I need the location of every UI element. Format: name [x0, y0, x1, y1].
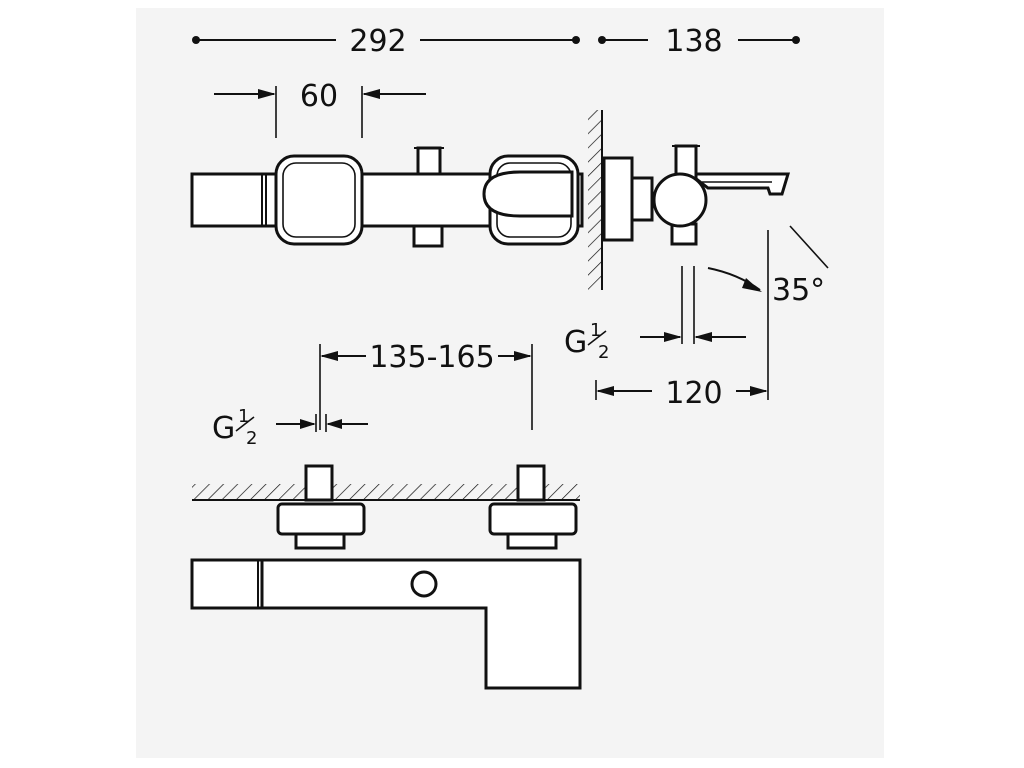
- svg-text:1: 1: [590, 320, 601, 341]
- svg-text:2: 2: [598, 342, 609, 363]
- dim-label-60: 60: [300, 79, 338, 114]
- dimension-138: 138: [598, 24, 800, 59]
- side-view: [588, 110, 791, 290]
- dimension-120: 120: [595, 230, 769, 411]
- dimension-135-165: 135-165: [319, 340, 533, 430]
- svg-text:2: 2: [246, 428, 257, 449]
- dimension-thread-side: G 1 2: [564, 266, 746, 363]
- svg-text:1: 1: [238, 406, 249, 427]
- dim-label-138: 138: [665, 24, 722, 59]
- dimension-292: 292: [192, 24, 580, 59]
- dim-label-292: 292: [349, 24, 406, 59]
- dim-label-135-165: 135-165: [369, 340, 494, 375]
- dimension-thread-bottom: G 1 2: [212, 406, 368, 449]
- front-view: [190, 146, 584, 248]
- angle-35: 35°: [707, 225, 829, 308]
- plan-view: [190, 464, 582, 690]
- thread-label-bottom: G: [212, 411, 235, 446]
- dimension-60: 60: [214, 79, 426, 138]
- thread-label-side: G: [564, 325, 587, 360]
- dim-label-120: 120: [665, 376, 722, 411]
- angle-label: 35°: [772, 273, 825, 308]
